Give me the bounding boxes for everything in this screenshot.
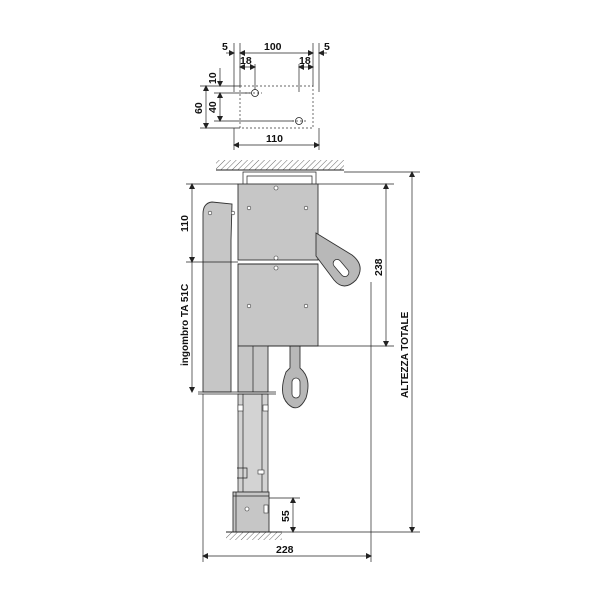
- operator-side-view: [198, 171, 361, 533]
- dim-plate-width: 110: [266, 133, 283, 145]
- floor-hatch: [226, 531, 282, 540]
- plate-top-view: [200, 43, 327, 150]
- dim-top-width: 100: [264, 41, 282, 53]
- dim-hole-offset-left: 18: [240, 55, 252, 67]
- dim-vertical-60: 60: [193, 102, 205, 114]
- label-overall-height: ALTEZZA TOTALE: [400, 311, 411, 398]
- ceiling-hatch: [216, 160, 344, 171]
- dim-top-gap-left: 5: [222, 41, 228, 53]
- label-footprint: ingombro TA 51C: [180, 284, 191, 366]
- dim-hole-offset-right: 18: [299, 55, 311, 67]
- dim-vertical-10: 10: [207, 72, 219, 84]
- dim-head-height: 110: [179, 215, 191, 232]
- dim-height-238: 238: [373, 258, 385, 276]
- dimension-lines: [186, 171, 420, 562]
- dim-bottom-55: 55: [280, 510, 292, 522]
- dim-top-gap-right: 5: [324, 41, 330, 53]
- dim-vertical-40: 40: [207, 101, 219, 113]
- dim-base-width: 228: [276, 544, 294, 556]
- mount-hole-icon: [295, 117, 303, 125]
